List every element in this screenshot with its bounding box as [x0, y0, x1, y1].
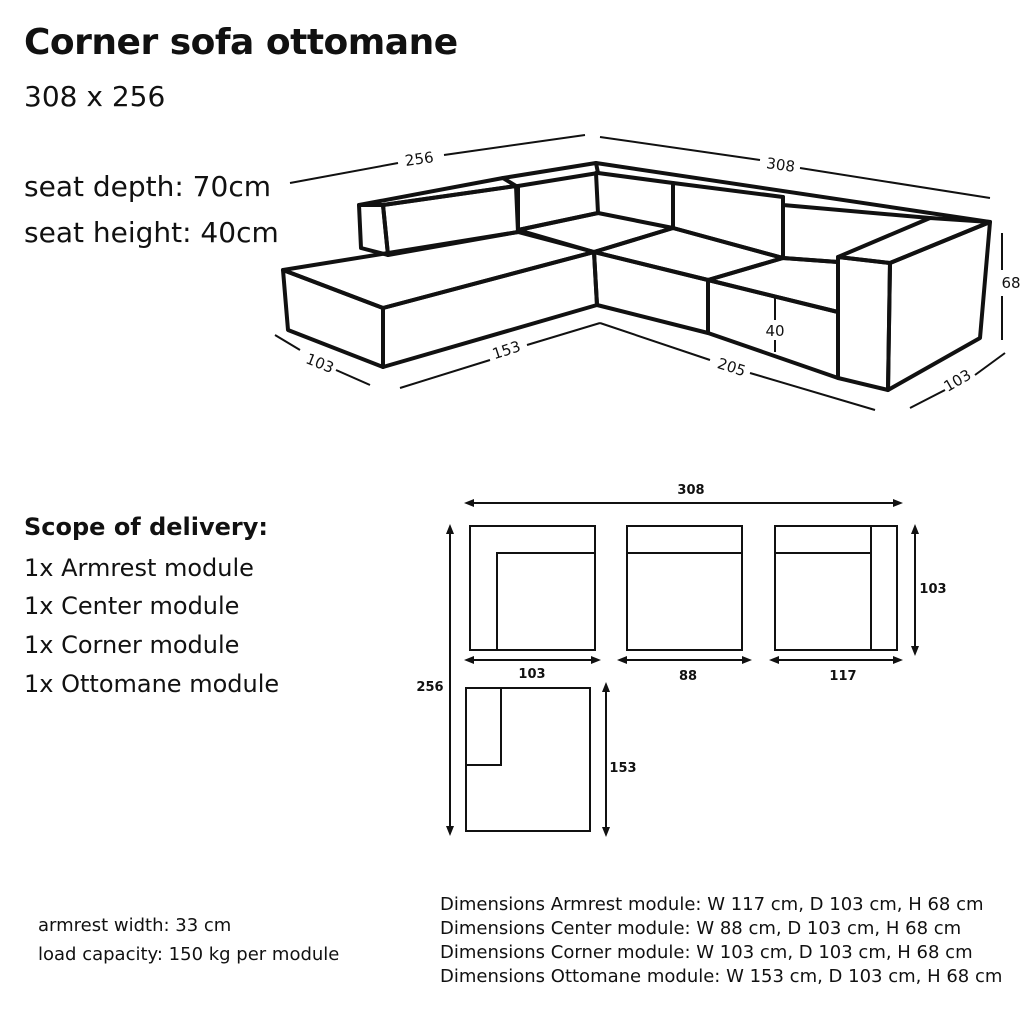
seat-height-spec: seat height: 40cm [24, 216, 279, 249]
plan-dimension-labels: 308 256 103 103 88 117 153 [416, 483, 946, 776]
dim-label-40: 40 [765, 322, 784, 340]
ottomane-side-face [381, 250, 599, 369]
dim-line-103-right-b [974, 352, 1006, 376]
plan-modules [465, 525, 898, 832]
plan-label-103: 103 [518, 667, 545, 682]
plan-label-308: 308 [677, 483, 704, 498]
armrest-back-segment [781, 195, 932, 220]
dim-label-256: 256 [404, 148, 435, 170]
dim-line-153-a [399, 359, 491, 389]
page-subtitle: 308 x 256 [24, 80, 166, 113]
dim-label-103-left: 103 [303, 350, 336, 377]
ottomane-seat [281, 230, 596, 310]
dim-label-205: 205 [715, 354, 748, 380]
plan-label-103-depth: 103 [919, 582, 946, 597]
plan-label-117: 117 [829, 669, 856, 684]
sofa-outline [281, 161, 992, 392]
plan-corner-module [469, 525, 596, 651]
scope-item: 1x Center module [24, 592, 240, 620]
dim-line-205-a [599, 322, 711, 361]
scope-item: 1x Armrest module [24, 554, 254, 582]
plan-ottomane-backrest [466, 688, 502, 766]
dimensions-corner: Dimensions Corner module: W 103 cm, D 10… [440, 942, 973, 963]
scope-title: Scope of delivery: [24, 513, 269, 541]
center-back-right [671, 181, 785, 260]
dim-line-308-a [599, 136, 761, 161]
seat-depth-spec: seat depth: 70cm [24, 170, 271, 203]
plan-label-256: 256 [416, 680, 443, 695]
plan-corner-backrest [496, 552, 595, 650]
armrest-top [836, 216, 992, 265]
plan-ottomane-module [465, 687, 591, 832]
plan-label-88: 88 [679, 669, 697, 684]
dimensions-center: Dimensions Center module: W 88 cm, D 103… [440, 918, 962, 939]
dim-label-308: 308 [765, 154, 796, 176]
scope-item: 1x Ottomane module [24, 670, 280, 698]
dim-label-68: 68 [1001, 274, 1020, 292]
iso-dimension-lines [274, 134, 1006, 411]
corner-seat [516, 211, 675, 254]
dim-line-205-b [749, 372, 876, 411]
center-seat [592, 226, 785, 282]
load-capacity-note: load capacity: 150 kg per module [38, 944, 340, 965]
armrest-width-note: armrest width: 33 cm [38, 915, 232, 936]
dim-line-103-left-a [274, 334, 301, 351]
plan-dimension-lines [449, 502, 916, 831]
dimensions-ottomane: Dimensions Ottomane module: W 153 cm, D … [440, 966, 1003, 987]
dim-line-153-b [526, 322, 601, 346]
armrest-side [886, 220, 992, 392]
corner-backrest-top [357, 176, 518, 207]
corner-backrest-corner-edge [594, 171, 600, 215]
scope-item: 1x Corner module [24, 631, 240, 659]
plan-arrowheads [446, 499, 919, 837]
page-title: Corner sofa ottomane [24, 22, 458, 63]
plan-armrest-module [774, 525, 898, 651]
dim-line-103-left-b [335, 369, 371, 386]
dim-line-256-a [289, 162, 399, 184]
plan-label-153: 153 [609, 761, 636, 776]
plan-center-module [626, 525, 743, 651]
center-seat-front [592, 250, 710, 335]
dim-line-103-right-a [909, 389, 946, 409]
dim-line-308-b [799, 167, 991, 199]
armrest-front [836, 255, 892, 392]
dimensions-armrest: Dimensions Armrest module: W 117 cm, D 1… [440, 894, 984, 915]
dim-label-103-right: 103 [941, 366, 975, 396]
ottomane-front-face [281, 268, 385, 369]
corner-backrest-top-2 [501, 161, 600, 188]
back-top-edge [594, 161, 992, 224]
dim-label-153: 153 [490, 337, 523, 363]
dim-line-256-b [443, 134, 586, 156]
